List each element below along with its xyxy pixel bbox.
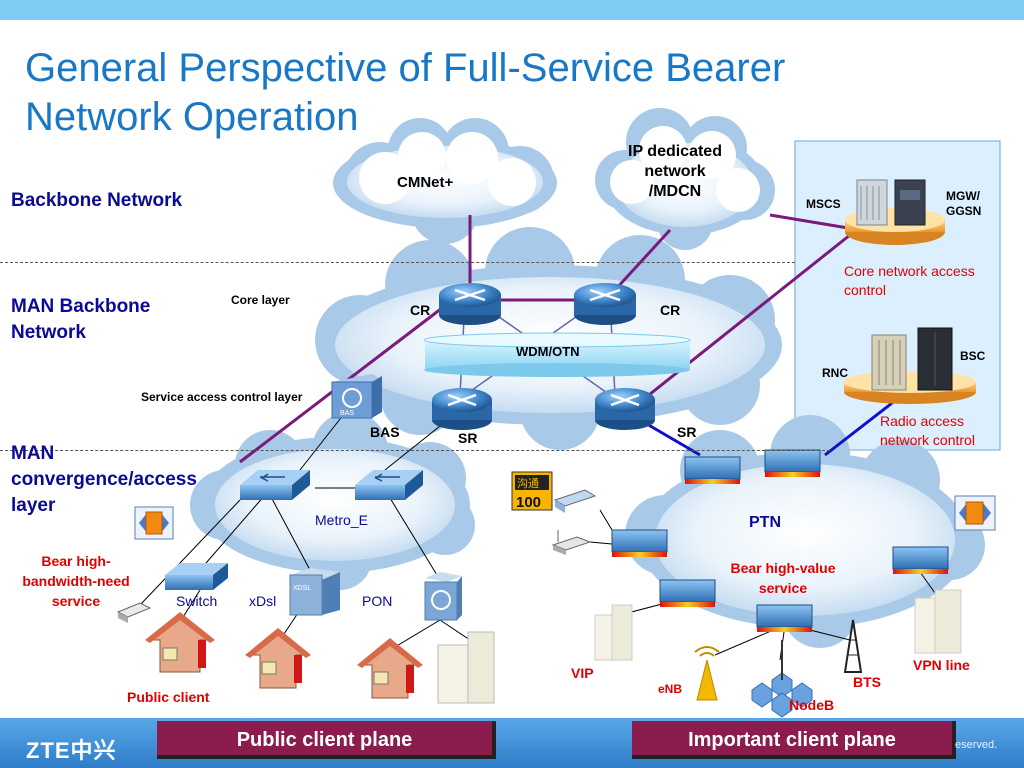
service-icon-right: [954, 495, 996, 531]
cmnet-cloud: [333, 118, 557, 244]
cr-right-label: CR: [660, 302, 681, 318]
layer-man-access-label: MAN convergence/access layer: [11, 443, 197, 516]
ptn-device-1: [684, 456, 741, 484]
ptn-device-4: [659, 579, 716, 607]
house-3: [357, 638, 423, 699]
ptn-cloud: [625, 415, 985, 648]
wifi-router: [551, 530, 592, 555]
sr-right-label: SR: [677, 424, 697, 440]
nodeb-label: NodeB: [789, 697, 835, 713]
xdsl-label: xDsl: [249, 593, 277, 609]
radio-access-network-control-label: Radio access network control: [880, 413, 975, 448]
copyright-text: eserved.: [955, 739, 998, 751]
zte-logo: ZTE中兴: [26, 738, 117, 763]
house-1: [145, 612, 215, 673]
rnc-label: RNC: [822, 366, 848, 380]
layer-man-backbone-label: MAN Backbone Network: [11, 296, 151, 343]
pon-device: [424, 572, 462, 621]
bas-label: BAS: [370, 424, 400, 440]
wdm-otn-ring: [423, 332, 691, 377]
bsc-label: BSC: [960, 349, 986, 363]
ip-dedicated-label: IP dedicated network /MDCN: [628, 143, 722, 200]
cr-left-label: CR: [410, 302, 431, 318]
metro-e-label: Metro_E: [315, 512, 368, 528]
important-client-plane: Important client plane: [632, 721, 956, 759]
mgw-ggsn-label: MGW/ GGSN: [946, 189, 982, 218]
badge-text: 沟通: [517, 477, 539, 490]
ptn-label: PTN: [749, 514, 781, 531]
slide-title: General Perspective of Full-Service Bear…: [25, 46, 786, 139]
router-cr-right: [574, 283, 636, 325]
service-icon-left: [134, 506, 174, 540]
core-layer-label: Core layer: [231, 293, 290, 307]
nodeb-cells: [751, 640, 813, 718]
divider-man: [0, 450, 830, 451]
badge-number: 100: [516, 494, 541, 511]
bear-high-bandwidth-label: Bear high-bandwidth-need service: [22, 553, 130, 609]
pon-label: PON: [362, 593, 393, 609]
bas-device-label: BAS: [340, 410, 354, 417]
vip-label: VIP: [571, 665, 594, 681]
bear-high-value-label: Bear high-value service: [730, 560, 836, 596]
router-sr-right: [595, 388, 655, 430]
router-cr-left: [439, 283, 501, 325]
vpn-line-label: VPN line: [913, 657, 970, 673]
bts-label: BTS: [853, 674, 881, 690]
core-network-access-control-label: Core network access control: [844, 263, 975, 298]
xdsl-device-label: XDSL: [293, 585, 311, 592]
cmnet-label: CMNet+: [397, 174, 454, 191]
ptn-device-2: [764, 449, 821, 477]
building-1: [437, 631, 495, 704]
enb-label: eNB: [658, 682, 683, 696]
wifi-router-badge: [553, 489, 597, 513]
bts-tower: [843, 619, 863, 673]
ptn-device-6: [892, 546, 949, 574]
core-platform: [845, 179, 945, 245]
top-bar: [0, 0, 1024, 20]
metro-switch-right: [355, 470, 423, 500]
mscs-label: MSCS: [806, 197, 841, 211]
access-switch: [165, 563, 228, 590]
public-client-plane: Public client plane: [157, 721, 496, 759]
building-vip: [594, 604, 633, 661]
service-access-control-label: Service access control layer: [141, 390, 303, 404]
router-sr-left: [432, 388, 492, 430]
ptn-device-3: [611, 529, 668, 557]
switch-label: Switch: [176, 593, 218, 609]
ptn-device-5: [756, 604, 813, 632]
ip-dedicated-cloud: [595, 108, 775, 250]
divider-backbone: [0, 262, 795, 263]
public-client-label: Public client: [127, 689, 210, 705]
building-vpn: [914, 589, 962, 654]
layer-backbone-label: Backbone Network: [11, 190, 183, 211]
wdm-otn-label: WDM/OTN: [516, 344, 580, 359]
bas-device: BAS: [331, 374, 382, 419]
sr-left-label: SR: [458, 430, 478, 446]
xdsl-device: XDSL: [289, 568, 340, 616]
enb-tower: [694, 646, 720, 701]
radio-platform: [844, 327, 976, 404]
communication-100-badge: 沟通 100: [511, 471, 553, 511]
modem: [116, 602, 152, 623]
house-2: [245, 628, 311, 689]
metro-switch-left: [240, 470, 310, 500]
